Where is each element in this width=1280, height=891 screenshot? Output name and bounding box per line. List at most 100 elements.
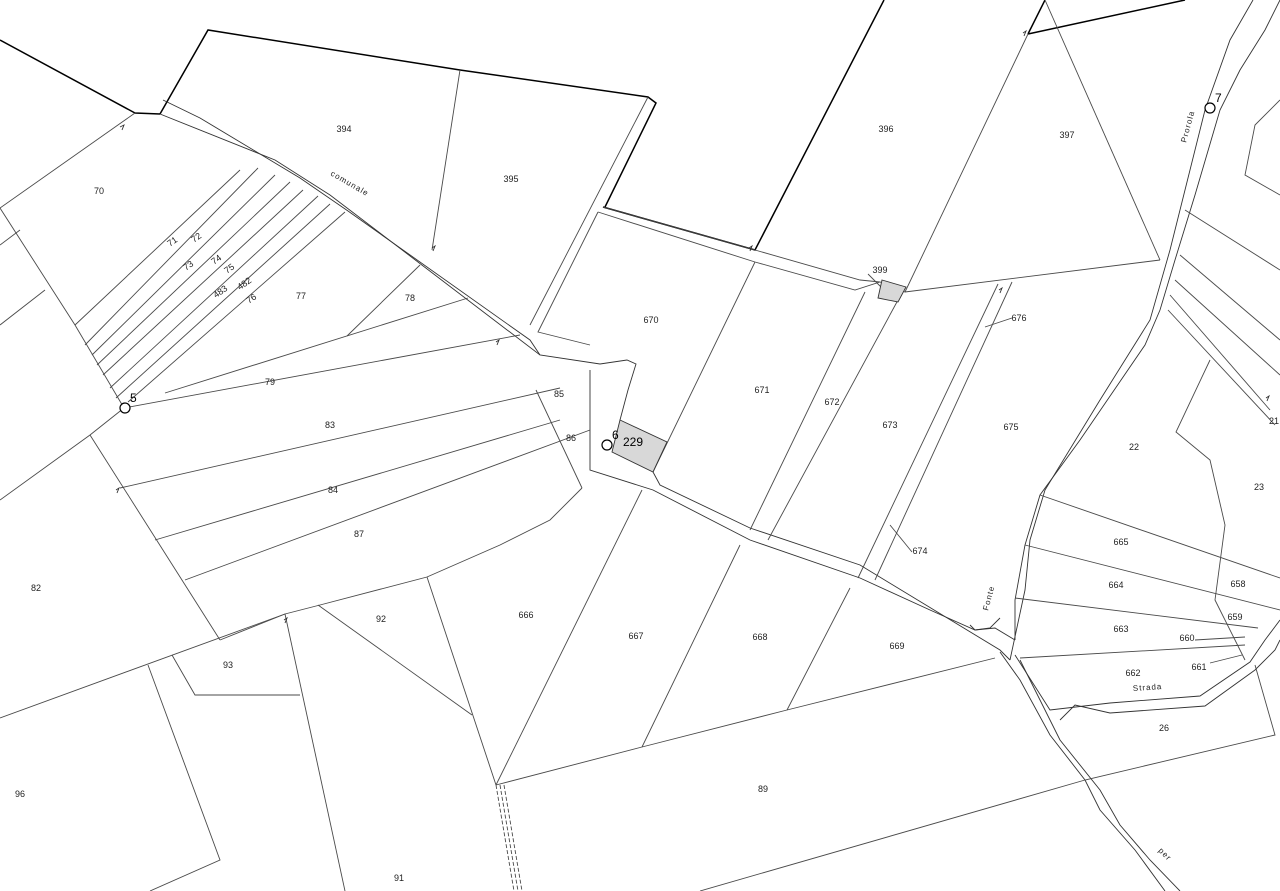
parcel-label: 662 [1125, 668, 1140, 678]
line-87-south [184, 429, 591, 581]
parcel-label: 77 [296, 291, 306, 301]
line-667-668 [641, 544, 741, 748]
parcel-label: 667 [628, 631, 643, 641]
line-77-78 [346, 264, 421, 337]
line-22-665 [1039, 494, 1280, 579]
line-96-east [147, 664, 221, 891]
parcel-label: 22 [1129, 442, 1139, 452]
parcel-label: 659 [1227, 612, 1242, 622]
parcel-label: 670 [643, 315, 658, 325]
line-395-east [529, 96, 649, 326]
parcel-label: 674 [912, 546, 927, 556]
street-label-per: per [1157, 846, 1174, 863]
road-strada-lower2 [1059, 639, 1280, 721]
strip-73 [91, 174, 276, 356]
survey-point-7 [1204, 102, 1216, 114]
point-label: 5 [130, 391, 137, 405]
boundary-west [0, 39, 161, 115]
parcel-label: 663 [1113, 624, 1128, 634]
strip-71 [74, 169, 241, 326]
parcel-label: 668 [752, 632, 767, 642]
parcel-label: 79 [265, 377, 275, 387]
line-85-86 [535, 389, 583, 489]
parcel-label: 399 [872, 265, 887, 275]
line-east-strip-2 [1179, 254, 1280, 341]
line-east-top [1244, 99, 1280, 196]
parcel-label: 395 [503, 174, 518, 184]
parcel-label: 70 [94, 186, 104, 196]
boundary-397-top [1027, 0, 1186, 35]
line-96-top [0, 613, 286, 719]
parcel-label: 672 [824, 397, 839, 407]
line-394-395 [431, 69, 461, 251]
parcel-label: 85 [554, 389, 564, 399]
parcel-label: 78 [405, 293, 415, 303]
tick-mark [119, 124, 125, 131]
parcel-label: 89 [758, 784, 768, 794]
line-89-top [495, 657, 996, 786]
line-670-top [597, 211, 1161, 293]
line-east-strip-1 [1184, 209, 1280, 271]
line-70-east [0, 207, 125, 409]
line-665-664 [1024, 544, 1280, 611]
line-84-87 [154, 419, 561, 541]
parcel-label: 23 [1254, 482, 1264, 492]
line-83-84 [119, 387, 561, 489]
parcel-label: 91 [394, 873, 404, 883]
street-label-prorola: Prorola [1179, 110, 1196, 144]
building-229 [611, 419, 668, 473]
tick-mark [431, 244, 436, 252]
parcel-label: 86 [566, 433, 576, 443]
parcel-label-229: 229 [623, 435, 643, 449]
road-prorola-west [1009, 0, 1254, 661]
line-east-strip-5 [1167, 309, 1276, 426]
boundary-north-394 [159, 29, 657, 208]
road-per-b [1019, 659, 1181, 891]
line-663-662 [1019, 644, 1246, 659]
street-label-strada: Strada [1133, 682, 1163, 693]
parcel-label: 660 [1179, 633, 1194, 643]
line-661 [1209, 654, 1243, 664]
line-93 [171, 654, 300, 696]
parcel-label: 71 [165, 235, 179, 249]
line-west-upper [0, 229, 21, 246]
parcel-label: 82 [31, 583, 41, 593]
parcel-label: 26 [1159, 723, 1169, 733]
parcel-label: 658 [1230, 579, 1245, 589]
strip-75 [102, 189, 304, 376]
line-east-strip-4 [1169, 294, 1271, 411]
parcel-label: 664 [1108, 580, 1123, 590]
line-22-23 [1175, 359, 1246, 661]
parcel-label: 397 [1059, 130, 1074, 140]
line-east-strip-3 [1174, 279, 1280, 376]
tick-mark [748, 244, 753, 252]
parcel-label: 669 [889, 641, 904, 651]
parcel-label: 673 [882, 420, 897, 430]
tick-mark [283, 616, 288, 624]
survey-point-6 [601, 439, 613, 451]
parcel-label: 21 [1269, 416, 1279, 426]
strip-76 [127, 211, 346, 403]
parcel-label: 676 [1011, 313, 1026, 323]
road-fonte [969, 624, 1016, 641]
boundary-397 [1027, 0, 1046, 35]
building-399 [877, 279, 907, 303]
line-668-669 [786, 587, 851, 711]
line-673-674 [857, 283, 999, 579]
parcel-label: 96 [15, 789, 25, 799]
parcel-label: 665 [1113, 537, 1128, 547]
line-670-top2 [602, 206, 881, 283]
line-664-663 [1014, 597, 1259, 629]
dash-a [495, 784, 515, 891]
line-670-671 [652, 261, 756, 473]
strip-482 [115, 203, 331, 399]
line-79-83 [123, 334, 521, 409]
line-west-mid [0, 289, 46, 326]
parcel-label: 74 [209, 253, 223, 267]
parcel-label: 84 [328, 485, 338, 495]
line-666-west [426, 576, 497, 786]
parcel-label: 87 [354, 529, 364, 539]
parcel-label: 666 [518, 610, 533, 620]
strip-483 [109, 195, 319, 389]
